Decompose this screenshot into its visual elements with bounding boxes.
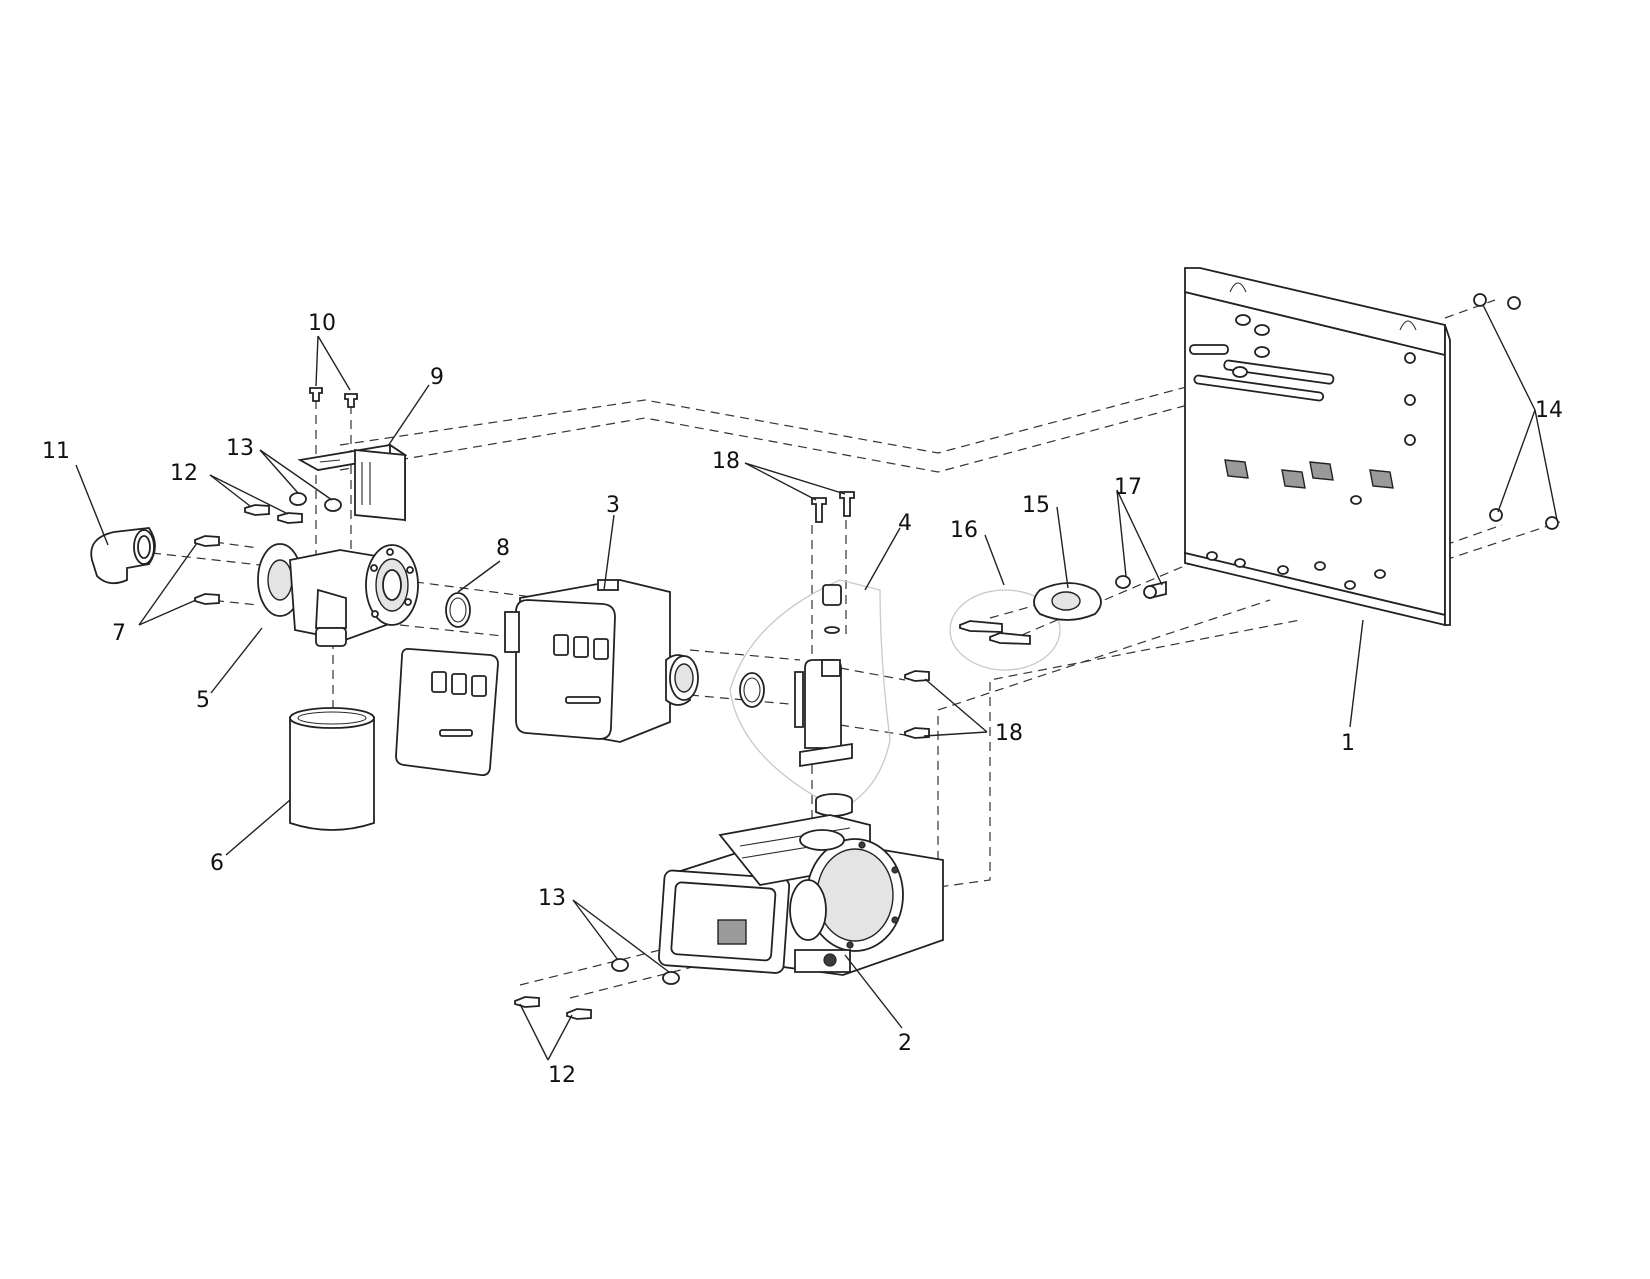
- screw-set-16: [949, 589, 1061, 671]
- callout-16: 16: [950, 518, 978, 543]
- o-ring-right: [739, 672, 765, 708]
- callout-13: 13: [538, 886, 566, 911]
- callout-9: 9: [430, 365, 444, 390]
- bypass-head: [257, 543, 419, 647]
- leader-lines: [75, 304, 1558, 1061]
- mounting-plate: [1184, 267, 1451, 627]
- callout-13: 13: [226, 436, 254, 461]
- callout-1: 1: [1341, 731, 1355, 756]
- screw-washer-set-bottom: [514, 958, 680, 1020]
- callout-18: 18: [712, 449, 740, 474]
- bolt-set-18: [811, 491, 930, 739]
- callout-8: 8: [496, 536, 510, 561]
- spacer-set-17: [1115, 575, 1167, 600]
- callout-15: 15: [1022, 493, 1050, 518]
- callout-4: 4: [898, 511, 912, 536]
- screw-washer-set-top: [244, 492, 342, 524]
- pump-motor: [658, 814, 944, 976]
- assembly-lines: [151, 299, 1561, 999]
- pipe-clamp: [1033, 582, 1102, 621]
- callout-7: 7: [112, 621, 126, 646]
- bolt-set-7: [194, 535, 220, 605]
- elbow-fitting: [90, 527, 156, 585]
- callout-12: 12: [170, 461, 198, 486]
- callout-11: 11: [42, 439, 70, 464]
- bracket: [297, 443, 408, 522]
- controller-valve: [504, 579, 699, 743]
- cover-plate: [395, 647, 499, 777]
- callout-3: 3: [606, 493, 620, 518]
- callout-18: 18: [995, 721, 1023, 746]
- callout-5: 5: [196, 688, 210, 713]
- nut-set-14: [1473, 293, 1559, 530]
- callout-10: 10: [308, 311, 336, 336]
- o-ring-left: [445, 592, 471, 628]
- callout-17: 17: [1114, 475, 1142, 500]
- callout-14: 14: [1535, 398, 1563, 423]
- callout-12: 12: [548, 1063, 576, 1088]
- callout-6: 6: [210, 851, 224, 876]
- filter-cartridge: [289, 707, 375, 831]
- screw-set-10: [309, 387, 358, 408]
- callout-2: 2: [898, 1031, 912, 1056]
- callout-labels: 1 2 3 4 5 6 7 8 9 10 11 12 12 13 13 14 1…: [42, 311, 1563, 1088]
